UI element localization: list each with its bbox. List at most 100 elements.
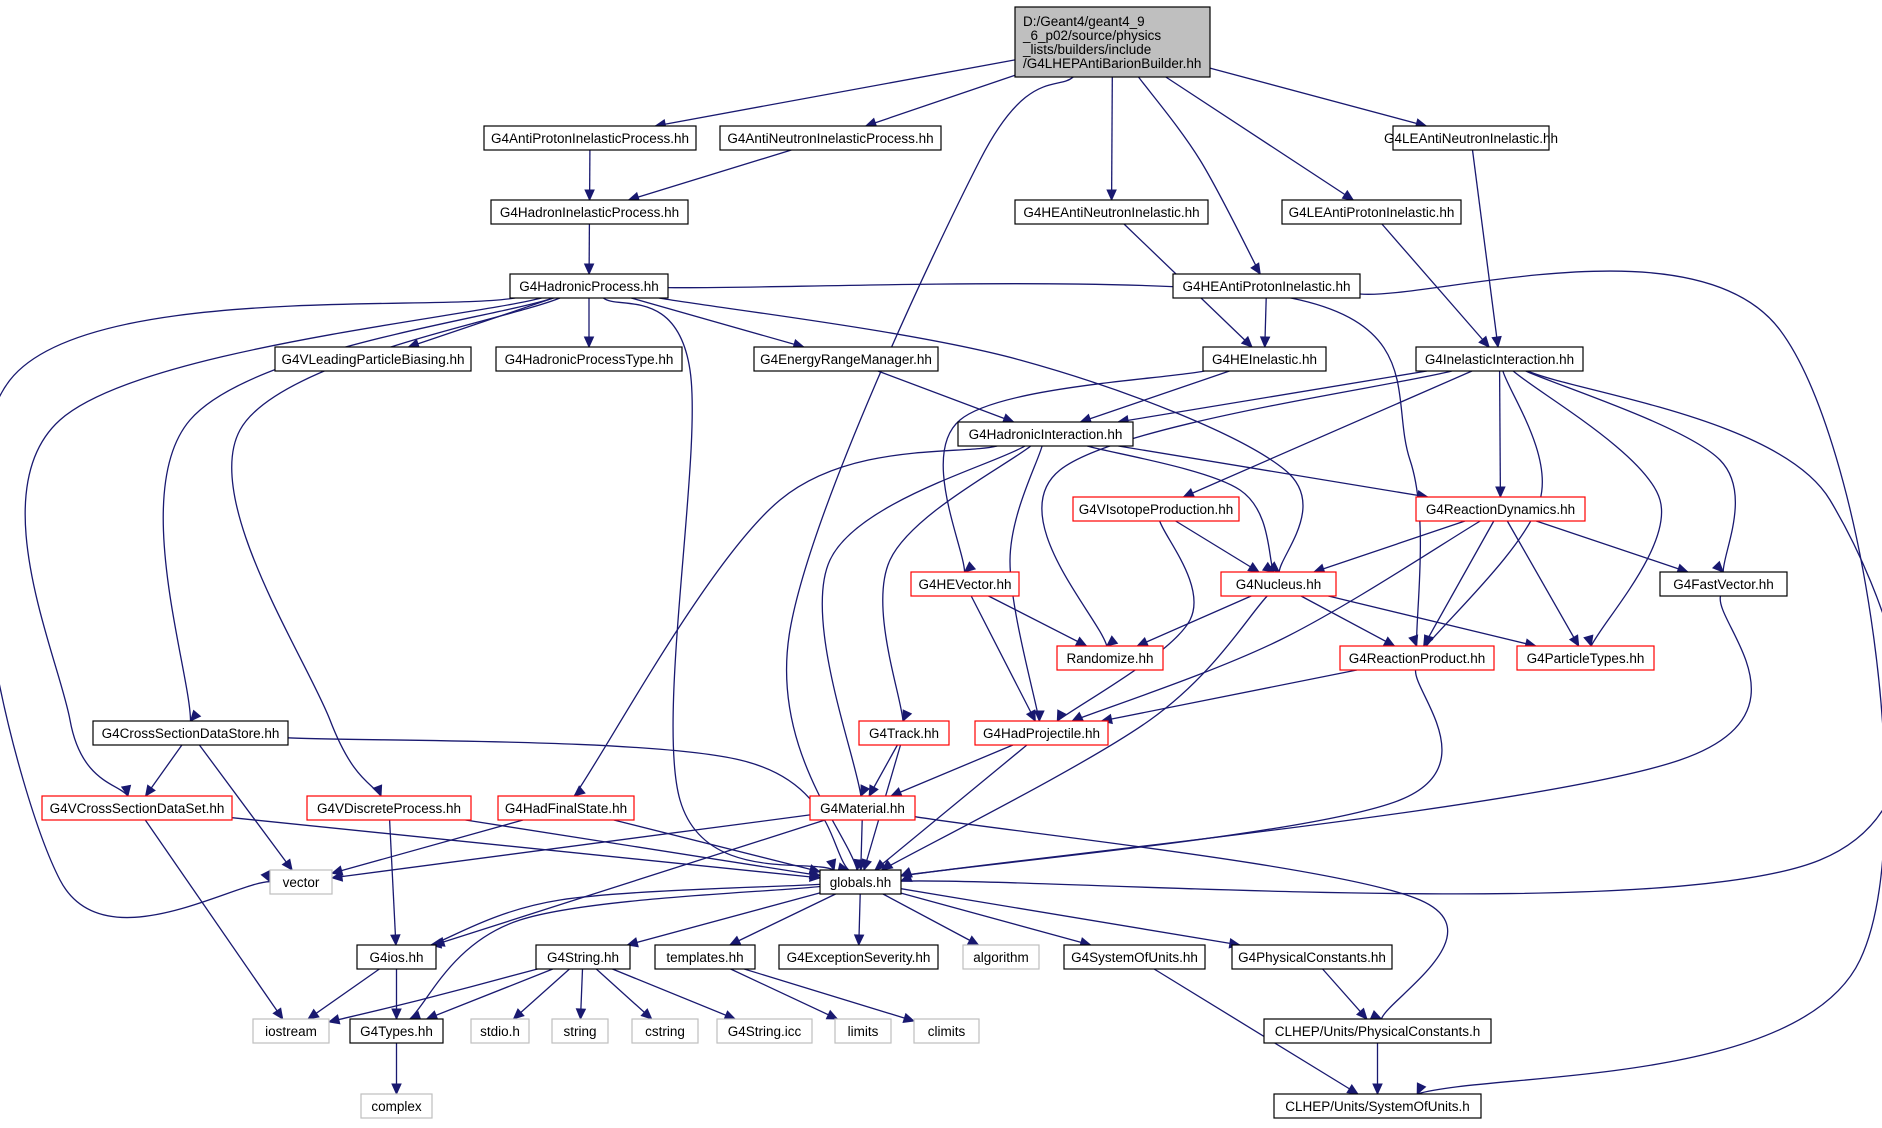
node-string_hh[interactable]: G4String.hh bbox=[535, 944, 631, 970]
node-label: G4Track.hh bbox=[869, 726, 939, 741]
node-box bbox=[252, 1018, 330, 1044]
node-label: G4Types.hh bbox=[360, 1024, 433, 1039]
node-exceptionSeverity[interactable]: G4ExceptionSeverity.hh bbox=[778, 944, 939, 970]
node-vLeadingParticleBiasing[interactable]: G4VLeadingParticleBiasing.hh bbox=[274, 346, 472, 372]
node-box bbox=[1231, 944, 1393, 970]
edge-hadronicProcess-to-vCrossSectionDataSet bbox=[24, 297, 542, 798]
node-string[interactable]: string bbox=[551, 1018, 609, 1044]
node-energyRangeManager[interactable]: G4EnergyRangeManager.hh bbox=[753, 346, 939, 372]
node-hadronicInteraction[interactable]: G4HadronicInteraction.hh bbox=[957, 421, 1134, 447]
node-box bbox=[269, 869, 333, 895]
node-box bbox=[1281, 199, 1462, 225]
edge-track-to-material bbox=[868, 744, 898, 798]
arrowhead bbox=[1136, 636, 1150, 647]
node-label: G4VLeadingParticleBiasing.hh bbox=[281, 352, 464, 367]
node-track[interactable]: G4Track.hh bbox=[858, 720, 950, 746]
node-label: G4LEAntiNeutronInelastic.hh bbox=[1384, 131, 1558, 146]
node-stringIcc[interactable]: G4String.icc bbox=[716, 1018, 813, 1044]
node-reactionProduct[interactable]: G4ReactionProduct.hh bbox=[1339, 645, 1495, 671]
arrowhead bbox=[902, 709, 913, 723]
node-vDiscreteProcess[interactable]: G4VDiscreteProcess.hh bbox=[306, 795, 472, 821]
edge-vDiscreteProcess-to-globals bbox=[465, 819, 822, 880]
node-particleTypes[interactable]: G4ParticleTypes.hh bbox=[1516, 645, 1655, 671]
arrowhead bbox=[1106, 189, 1117, 202]
node-climits[interactable]: climits bbox=[913, 1018, 980, 1044]
node-label: G4HEVector.hh bbox=[918, 577, 1011, 592]
node-label: G4LEAntiProtonInelastic.hh bbox=[1289, 205, 1455, 220]
edge-hadronicInteraction-to-hadFinalState bbox=[573, 445, 998, 797]
node-heVector[interactable]: G4HEVector.hh bbox=[910, 571, 1020, 597]
node-antiNeutronInelasticProcess[interactable]: G4AntiNeutronInelasticProcess.hh bbox=[719, 125, 942, 151]
node-material[interactable]: G4Material.hh bbox=[809, 795, 916, 821]
node-hadronInelasticProcess[interactable]: G4HadronInelasticProcess.hh bbox=[490, 199, 689, 225]
node-clhepSystemOfUnits[interactable]: CLHEP/Units/SystemOfUnits.h bbox=[1273, 1093, 1482, 1119]
node-randomize[interactable]: Randomize.hh bbox=[1056, 645, 1164, 671]
node-ios[interactable]: G4ios.hh bbox=[356, 944, 437, 970]
arrowhead bbox=[1240, 335, 1253, 348]
node-heAntiProtonInelastic[interactable]: G4HEAntiProtonInelastic.hh bbox=[1172, 273, 1361, 299]
node-inelasticInteraction[interactable]: G4InelasticInteraction.hh bbox=[1415, 346, 1584, 372]
node-limits[interactable]: limits bbox=[834, 1018, 892, 1044]
node-leAntiProtonInelastic[interactable]: G4LEAntiProtonInelastic.hh bbox=[1281, 199, 1462, 225]
node-box bbox=[356, 944, 437, 970]
node-stdio[interactable]: stdio.h bbox=[470, 1018, 530, 1044]
arrowhead bbox=[1372, 1083, 1383, 1096]
node-label: G4FastVector.hh bbox=[1673, 577, 1774, 592]
edge-globals-to-ios bbox=[429, 883, 821, 949]
node-antiProtonInelasticProcess[interactable]: G4AntiProtonInelasticProcess.hh bbox=[483, 125, 697, 151]
node-box bbox=[809, 795, 916, 821]
edge-hadProjectile-to-globals bbox=[874, 744, 1028, 871]
node-label: G4String.icc bbox=[728, 1024, 802, 1039]
node-box bbox=[910, 571, 1020, 597]
arrowhead bbox=[902, 1012, 916, 1023]
node-box bbox=[716, 1018, 813, 1044]
node-box bbox=[470, 1018, 530, 1044]
node-templates[interactable]: templates.hh bbox=[654, 944, 756, 970]
node-box bbox=[858, 720, 950, 746]
node-heAntiNeutronInelastic[interactable]: G4HEAntiNeutronInelastic.hh bbox=[1014, 199, 1209, 225]
node-types[interactable]: G4Types.hh bbox=[349, 1018, 444, 1044]
edge-heVector-to-randomize bbox=[988, 595, 1088, 647]
node-label: vector bbox=[283, 875, 320, 890]
node-cstring[interactable]: cstring bbox=[631, 1018, 699, 1044]
node-vector[interactable]: vector bbox=[269, 869, 333, 895]
node-vIsotopeProduction[interactable]: G4VIsotopeProduction.hh bbox=[1072, 496, 1240, 522]
edge-reactionDynamics-to-nucleus bbox=[1312, 520, 1466, 574]
node-reactionDynamics[interactable]: G4ReactionDynamics.hh bbox=[1415, 496, 1586, 522]
node-iostream[interactable]: iostream bbox=[252, 1018, 330, 1044]
node-clhepPhysicalConstants[interactable]: CLHEP/Units/PhysicalConstants.h bbox=[1263, 1018, 1492, 1044]
node-label: G4PhysicalConstants.hh bbox=[1238, 950, 1386, 965]
edge-inelasticInteraction-to-particleTypes bbox=[1512, 370, 1663, 648]
edge-physicalConstants-to-clhepPhysicalConstants bbox=[1322, 968, 1368, 1020]
node-hadProjectile[interactable]: G4HadProjectile.hh bbox=[974, 720, 1109, 746]
node-physicalConstants[interactable]: G4PhysicalConstants.hh bbox=[1231, 944, 1393, 970]
node-heInelastic[interactable]: G4HEInelastic.hh bbox=[1202, 346, 1327, 372]
edge-hadronicProcess-to-vector bbox=[0, 297, 516, 919]
node-vCrossSectionDataSet[interactable]: G4VCrossSectionDataSet.hh bbox=[41, 795, 233, 821]
node-root[interactable]: D:/Geant4/geant4_9_6_p02/source/physics_… bbox=[1014, 6, 1211, 78]
node-nucleus[interactable]: G4Nucleus.hh bbox=[1220, 571, 1337, 597]
edge-hadronicInteraction-to-nucleus bbox=[1087, 445, 1275, 573]
edge-crossSectionDataStore-to-vCrossSectionDataSet bbox=[144, 744, 183, 797]
edge-string_hh-to-stdio bbox=[512, 968, 570, 1020]
arrowhead bbox=[1355, 1007, 1368, 1020]
node-algorithm[interactable]: algorithm bbox=[962, 944, 1040, 970]
node-label: G4ReactionDynamics.hh bbox=[1426, 502, 1575, 517]
node-box bbox=[654, 944, 756, 970]
arrowhead bbox=[963, 561, 977, 573]
node-crossSectionDataStore[interactable]: G4CrossSectionDataStore.hh bbox=[92, 720, 289, 746]
node-box bbox=[753, 346, 939, 372]
edge-root-to-globals bbox=[785, 76, 1074, 872]
node-hadronicProcessType[interactable]: G4HadronicProcessType.hh bbox=[495, 346, 683, 372]
node-globals[interactable]: globals.hh bbox=[819, 869, 902, 895]
node-complex[interactable]: complex bbox=[360, 1093, 433, 1119]
arrowhead bbox=[330, 871, 344, 882]
node-hadFinalState[interactable]: G4HadFinalState.hh bbox=[497, 795, 635, 821]
node-hadronicProcess[interactable]: G4HadronicProcess.hh bbox=[509, 273, 669, 299]
edge-antiProtonInelasticProcess-to-hadronInelasticProcess bbox=[584, 149, 595, 202]
node-systemOfUnits[interactable]: G4SystemOfUnits.hh bbox=[1063, 944, 1206, 970]
node-leAntiNeutronInelastic[interactable]: G4LEAntiNeutronInelastic.hh bbox=[1384, 125, 1558, 151]
node-fastVector[interactable]: G4FastVector.hh bbox=[1659, 571, 1788, 597]
edge-inelasticInteraction-to-vIsotopeProduction bbox=[1182, 370, 1473, 498]
